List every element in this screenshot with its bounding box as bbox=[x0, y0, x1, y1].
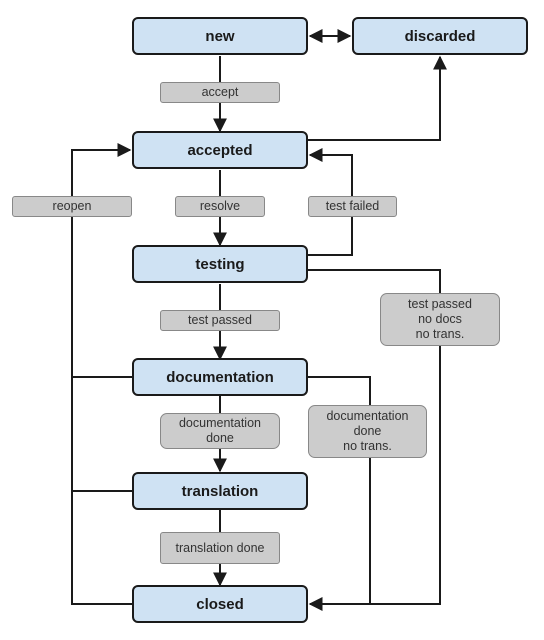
state-new: new bbox=[132, 17, 308, 55]
state-closed: closed bbox=[132, 585, 308, 623]
state-translation: translation bbox=[132, 472, 308, 510]
label-test-passed-no-docs: test passed no docs no trans. bbox=[380, 293, 500, 346]
edge-documentation-done-no-trans bbox=[308, 376, 371, 604]
state-documentation: documentation bbox=[132, 358, 308, 396]
label-translation-done: translation done bbox=[160, 532, 280, 564]
edge-test-passed-no-docs bbox=[308, 269, 441, 611]
label-accept: accept bbox=[160, 82, 280, 103]
label-test-passed: test passed bbox=[160, 310, 280, 331]
state-accepted: accepted bbox=[132, 131, 308, 169]
label-documentation-done-no-trans: documentation done no trans. bbox=[308, 405, 427, 458]
label-reopen: reopen bbox=[12, 196, 132, 217]
label-test-failed: test failed bbox=[308, 196, 397, 217]
edge-accepted-discarded bbox=[308, 55, 447, 141]
state-testing: testing bbox=[132, 245, 308, 283]
state-discarded: discarded bbox=[352, 17, 528, 55]
label-resolve: resolve bbox=[175, 196, 265, 217]
label-documentation-done: documentation done bbox=[160, 413, 280, 449]
